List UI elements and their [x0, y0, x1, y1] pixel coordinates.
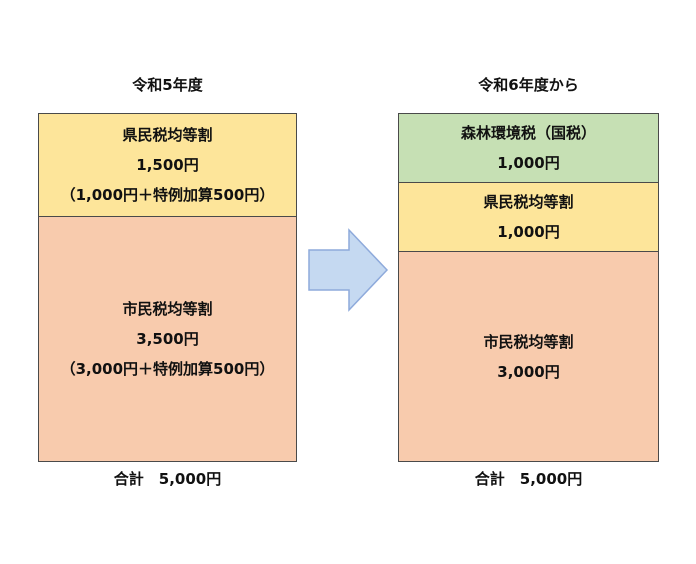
right-forest-amount: 1,000円 [497, 154, 560, 172]
left-city-amount: 3,500円 [136, 330, 199, 348]
right-total: 合計 5,000円 [474, 470, 583, 488]
left-city-box: 市民税均等割 3,500円 （3,000円＋特例加算500円） [38, 216, 297, 462]
left-city-title: 市民税均等割 [122, 300, 213, 318]
left-prefecture-amount: 1,500円 [136, 156, 199, 174]
right-city-title: 市民税均等割 [483, 332, 574, 351]
right-city-amount: 3,000円 [497, 362, 560, 381]
right-heading: 令和6年度から [478, 76, 579, 94]
right-forest-title: 森林環境税（国税） [460, 124, 596, 142]
left-prefecture-box: 県民税均等割 1,500円 （1,000円＋特例加算500円） [38, 113, 297, 217]
right-prefecture-title: 県民税均等割 [483, 193, 574, 211]
left-prefecture-title: 県民税均等割 [122, 126, 213, 144]
left-city-detail: （3,000円＋特例加算500円） [60, 360, 275, 378]
left-prefecture-detail: （1,000円＋特例加算500円） [60, 186, 275, 204]
right-forest-box: 森林環境税（国税） 1,000円 [398, 113, 659, 183]
left-total: 合計 5,000円 [113, 470, 222, 488]
right-city-box: 市民税均等割 3,000円 [398, 251, 659, 462]
right-prefecture-box: 県民税均等割 1,000円 [398, 182, 659, 252]
right-prefecture-amount: 1,000円 [497, 223, 560, 241]
right-arrow-icon [308, 228, 389, 312]
left-heading: 令和5年度 [132, 76, 203, 94]
